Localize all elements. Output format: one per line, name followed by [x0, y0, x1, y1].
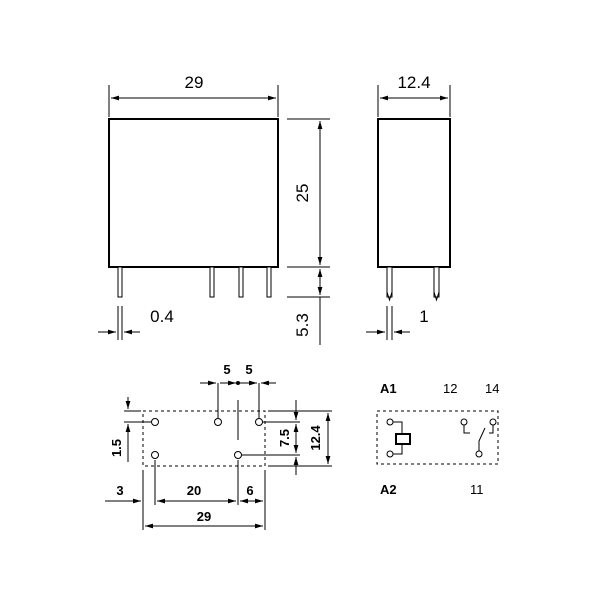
front-height-label: 25	[293, 184, 312, 203]
front-pin-thickness-label: 0.4	[150, 307, 174, 326]
side-width-label: 12.4	[397, 73, 430, 92]
switch-arm	[478, 427, 486, 451]
pcb-outline	[142, 410, 266, 467]
pcb-hole-5	[234, 451, 242, 459]
side-pin-1	[386, 266, 393, 298]
side-pin-width-label: 1	[419, 307, 428, 326]
pcb-offset-y-label: 1.5	[109, 439, 124, 457]
schematic-a1-label: A1	[380, 381, 397, 396]
pcb-overall-height-label: 12.4	[308, 425, 323, 451]
front-pin-length-label: 5.3	[293, 313, 312, 337]
side-pin-2	[433, 266, 440, 298]
schematic-11-label: 11	[470, 482, 484, 497]
pcb-offset-x-label: 3	[116, 483, 123, 498]
side-view: 12.4 1	[366, 73, 451, 340]
pcb-pitch-a-label: 5	[223, 362, 230, 377]
side-body	[377, 118, 451, 268]
pcb-hole-2	[214, 418, 222, 426]
pcb-row-spacing-label: 7.5	[277, 429, 292, 447]
pcb-span-b-label: 6	[246, 483, 253, 498]
pcb-layout: 5 5 1.5 7.5 12.4 3 20 6 29	[105, 362, 332, 530]
front-pin-2	[209, 266, 215, 298]
front-pin-1	[117, 266, 123, 298]
pcb-hole-3	[255, 418, 263, 426]
relay-schematic: A1 A2 12 14 11	[376, 381, 499, 497]
schematic-outline	[376, 410, 499, 465]
front-body	[108, 118, 279, 268]
pcb-pitch-b-label: 5	[245, 362, 252, 377]
schematic-12-label: 12	[443, 381, 457, 396]
pcb-hole-1	[151, 418, 159, 426]
pcb-span-a-label: 20	[187, 483, 201, 498]
front-pin-4	[266, 266, 272, 298]
front-pin-3	[238, 266, 244, 298]
pcb-hole-4	[151, 451, 159, 459]
front-width-label: 29	[185, 73, 204, 92]
pcb-overall-width-label: 29	[197, 509, 211, 524]
front-view: 29 25 5.3 0.4	[98, 73, 330, 345]
coil-symbol	[395, 433, 411, 445]
schematic-14-label: 14	[485, 381, 499, 396]
schematic-a2-label: A2	[380, 482, 397, 497]
